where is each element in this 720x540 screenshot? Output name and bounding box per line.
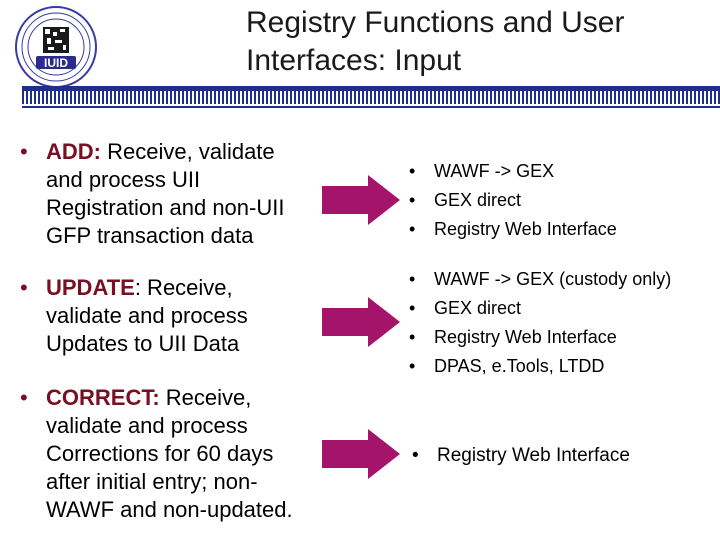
right-arrow-icon bbox=[322, 175, 400, 225]
function-item-update: • UPDATE: Receive, validate and process … bbox=[20, 275, 248, 356]
iuid-seal-logo: IUID bbox=[15, 6, 97, 88]
function-description: Receive, validate and process UII Regist… bbox=[46, 139, 285, 248]
title-line-2: Interfaces: Input bbox=[246, 44, 462, 77]
function-description: Receive, validate and process Correction… bbox=[46, 385, 293, 522]
list-item: DPAS, e.Tools, LTDD bbox=[407, 352, 671, 381]
header-thin-rule bbox=[22, 106, 720, 108]
list-item: Registry Web Interface bbox=[407, 323, 671, 352]
list-item: Registry Web Interface bbox=[407, 215, 617, 244]
slide-title: Registry Functions and User Interfaces: … bbox=[246, 4, 716, 80]
function-term: UPDATE bbox=[46, 275, 135, 300]
interface-list-correct: Registry Web Interface bbox=[410, 441, 630, 470]
function-term: CORRECT: bbox=[46, 385, 160, 410]
interface-list-add: WAWF -> GEX GEX direct Registry Web Inte… bbox=[407, 157, 617, 244]
list-item: Registry Web Interface bbox=[410, 441, 630, 470]
list-item: GEX direct bbox=[407, 294, 671, 323]
list-item: WAWF -> GEX (custody only) bbox=[407, 265, 671, 294]
function-item-add: • ADD: Receive, validate and process UII… bbox=[20, 139, 285, 248]
title-line-1: Registry Functions and User bbox=[246, 6, 625, 39]
list-item: GEX direct bbox=[407, 186, 617, 215]
right-arrow-icon bbox=[322, 429, 400, 479]
right-arrow-icon bbox=[322, 297, 400, 347]
header-rule bbox=[22, 86, 720, 91]
logo-text: IUID bbox=[44, 56, 68, 70]
function-term: ADD: bbox=[46, 139, 101, 164]
interface-list-update: WAWF -> GEX (custody only) GEX direct Re… bbox=[407, 265, 671, 381]
header-striped-rule bbox=[22, 91, 720, 104]
function-description: : Receive, validate and process Updates … bbox=[46, 275, 248, 356]
list-item: WAWF -> GEX bbox=[407, 157, 617, 186]
function-item-correct: • CORRECT: Receive, validate and process… bbox=[20, 385, 293, 522]
